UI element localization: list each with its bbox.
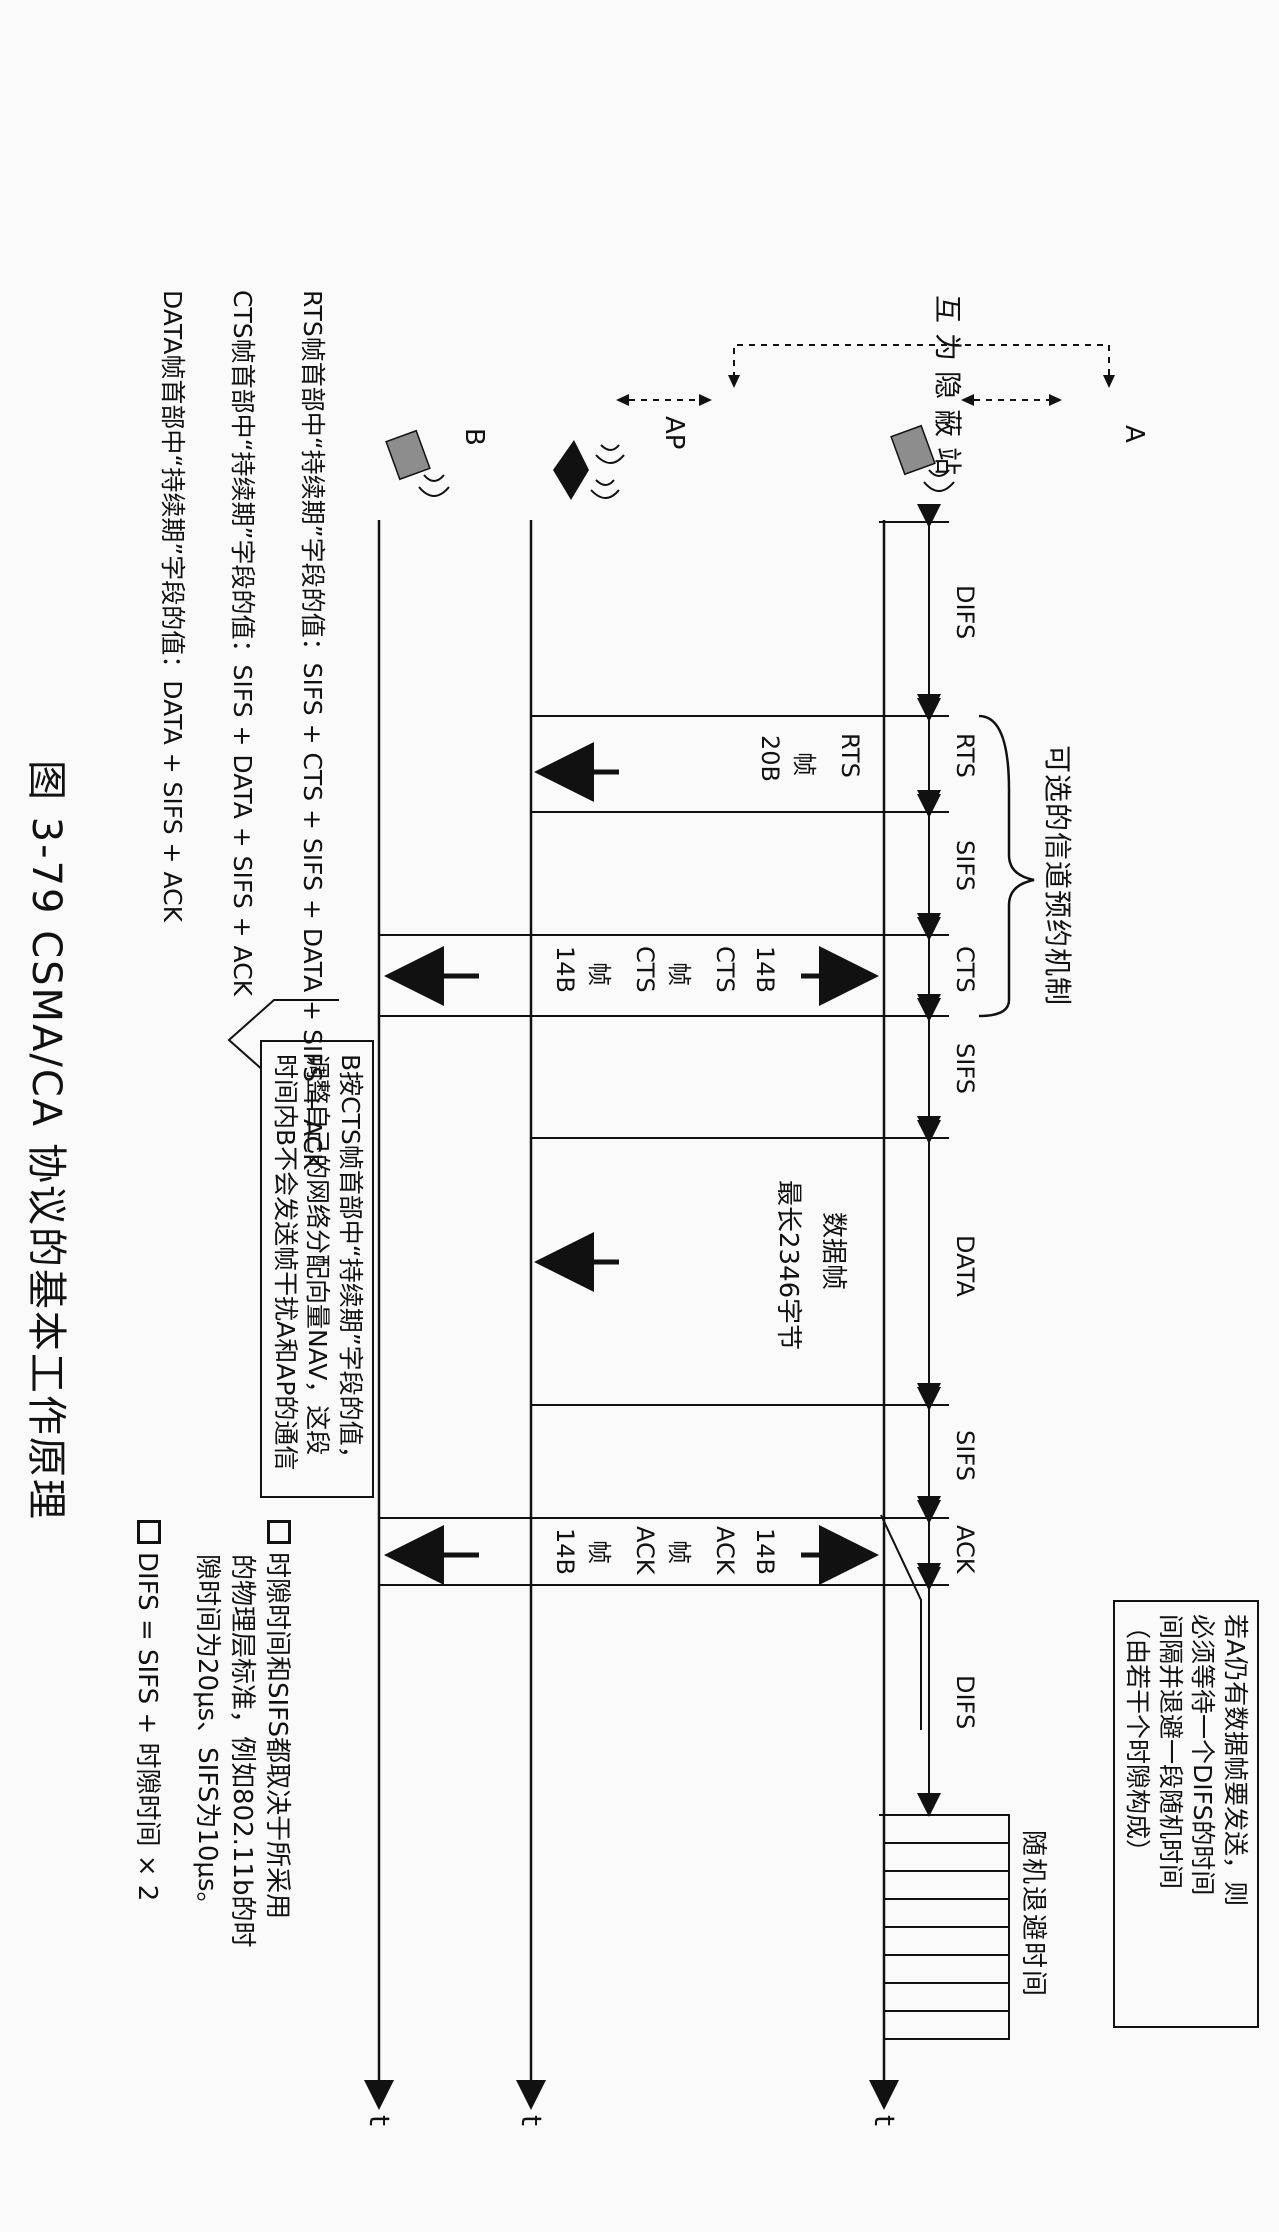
cts-frame-name-b: CTS <box>631 946 659 993</box>
duration-rts: RTS帧首部中“持续期”字段的值：SIFS + CTS + SIFS + DAT… <box>298 290 327 1170</box>
station-b-label: B <box>459 428 489 446</box>
figure-caption: 图 3-79 CSMA/CA 协议的基本工作原理 <box>23 760 69 1521</box>
note-a-pointer <box>880 1514 922 1730</box>
data-frame-name: 数据帧 <box>818 1212 848 1291</box>
duration-cts: CTS帧首部中“持续期”字段的值：SIFS + DATA + SIFS + AC… <box>228 290 257 997</box>
hidden-station-link <box>733 344 1110 375</box>
rts-frame-kind: 帧 <box>790 752 818 776</box>
timeline-b-end: t <box>363 2115 396 2126</box>
interval-ack: ACK <box>951 1525 979 1574</box>
backoff-label: 随机退避时间 <box>1018 1830 1048 1999</box>
ack-frame-name-a: ACK <box>711 1526 739 1575</box>
frame-direction-arrows <box>384 742 879 1585</box>
note-a-line: 间隔并退避一段随机时间 <box>1156 1614 1185 1890</box>
interval-data: DATA <box>951 1235 979 1297</box>
interval-difs-2: DIFS <box>951 1675 979 1730</box>
rts-frame-box <box>530 715 885 813</box>
ack-frame-size-a: 14B <box>751 1528 779 1576</box>
cts-frame-size-a: 14B <box>751 946 779 994</box>
station-ap-label: AP <box>659 416 689 450</box>
data-frame-box <box>530 1137 885 1406</box>
note-a-line: 若A仍有数据帧要发送，则 <box>1221 1614 1250 1907</box>
ack-frame-box <box>378 1517 885 1586</box>
duration-data: DATA帧首部中“持续期”字段的值：DATA + SIFS + ACK <box>158 290 187 922</box>
station-a-label: A <box>1119 425 1149 443</box>
interval-difs-1: DIFS <box>951 585 979 640</box>
backoff-slots <box>883 1814 1010 2040</box>
hidden-station-label: 互为隐蔽站 <box>931 295 964 486</box>
interval-ticks <box>879 521 949 1816</box>
note-a-box: 若A仍有数据帧要发送，则 必须等待一个DIFS的时间 间隔并退避一段随机时间 （… <box>1113 1600 1259 2028</box>
reservation-brace <box>978 714 1035 1018</box>
legend-difs-note: DIFS = SIFS + 时隙时间 × 2 <box>129 1520 164 1901</box>
ack-frame-kind-a: 帧 <box>665 1540 693 1564</box>
diagram-title: 可选的信道预约机制 <box>1041 745 1074 1007</box>
note-a-line: 必须等待一个DIFS的时间 <box>1188 1614 1218 1896</box>
cts-frame-kind-a: 帧 <box>665 962 693 986</box>
laptop-icon-a <box>890 424 955 492</box>
data-frame-size: 最长2346字节 <box>773 1180 803 1351</box>
legend-slot-note: 时隙时间和SIFS都取决于所采用 的物理层标准，例如802.11b的时 隙时间为… <box>189 1520 294 1947</box>
cts-frame-kind-b: 帧 <box>585 962 613 986</box>
rts-frame-name: RTS <box>836 733 864 778</box>
note-b-line: B按CTS帧首部中“持续期”字段的值， <box>336 1054 365 1471</box>
square-bullet-icon <box>267 1520 291 1544</box>
interval-sifs-1: SIFS <box>951 840 979 891</box>
cts-frame-box <box>378 934 885 1017</box>
ack-frame-kind-b: 帧 <box>585 1540 613 1564</box>
interval-rts: RTS <box>951 733 979 778</box>
interval-sifs-2: SIFS <box>951 1043 979 1094</box>
cts-frame-name-a: CTS <box>711 946 739 993</box>
interval-cts: CTS <box>951 946 979 993</box>
note-b-pointer <box>227 999 339 1081</box>
access-point-icon <box>553 440 625 500</box>
cts-frame-size-b: 14B <box>551 946 579 994</box>
ack-frame-size-b: 14B <box>551 1528 579 1576</box>
frame-boxes <box>378 715 885 1586</box>
rts-frame-size: 20B <box>756 735 784 783</box>
square-bullet-icon <box>137 1520 161 1544</box>
interval-sifs-3: SIFS <box>951 1430 979 1481</box>
timeline-ap-end: t <box>515 2115 548 2126</box>
ack-frame-name-b: ACK <box>631 1526 659 1575</box>
laptop-icon-b <box>385 429 450 497</box>
timeline-a-end: t <box>868 2115 901 2126</box>
note-a-line: （由若干个时隙构成） <box>1123 1614 1153 1865</box>
